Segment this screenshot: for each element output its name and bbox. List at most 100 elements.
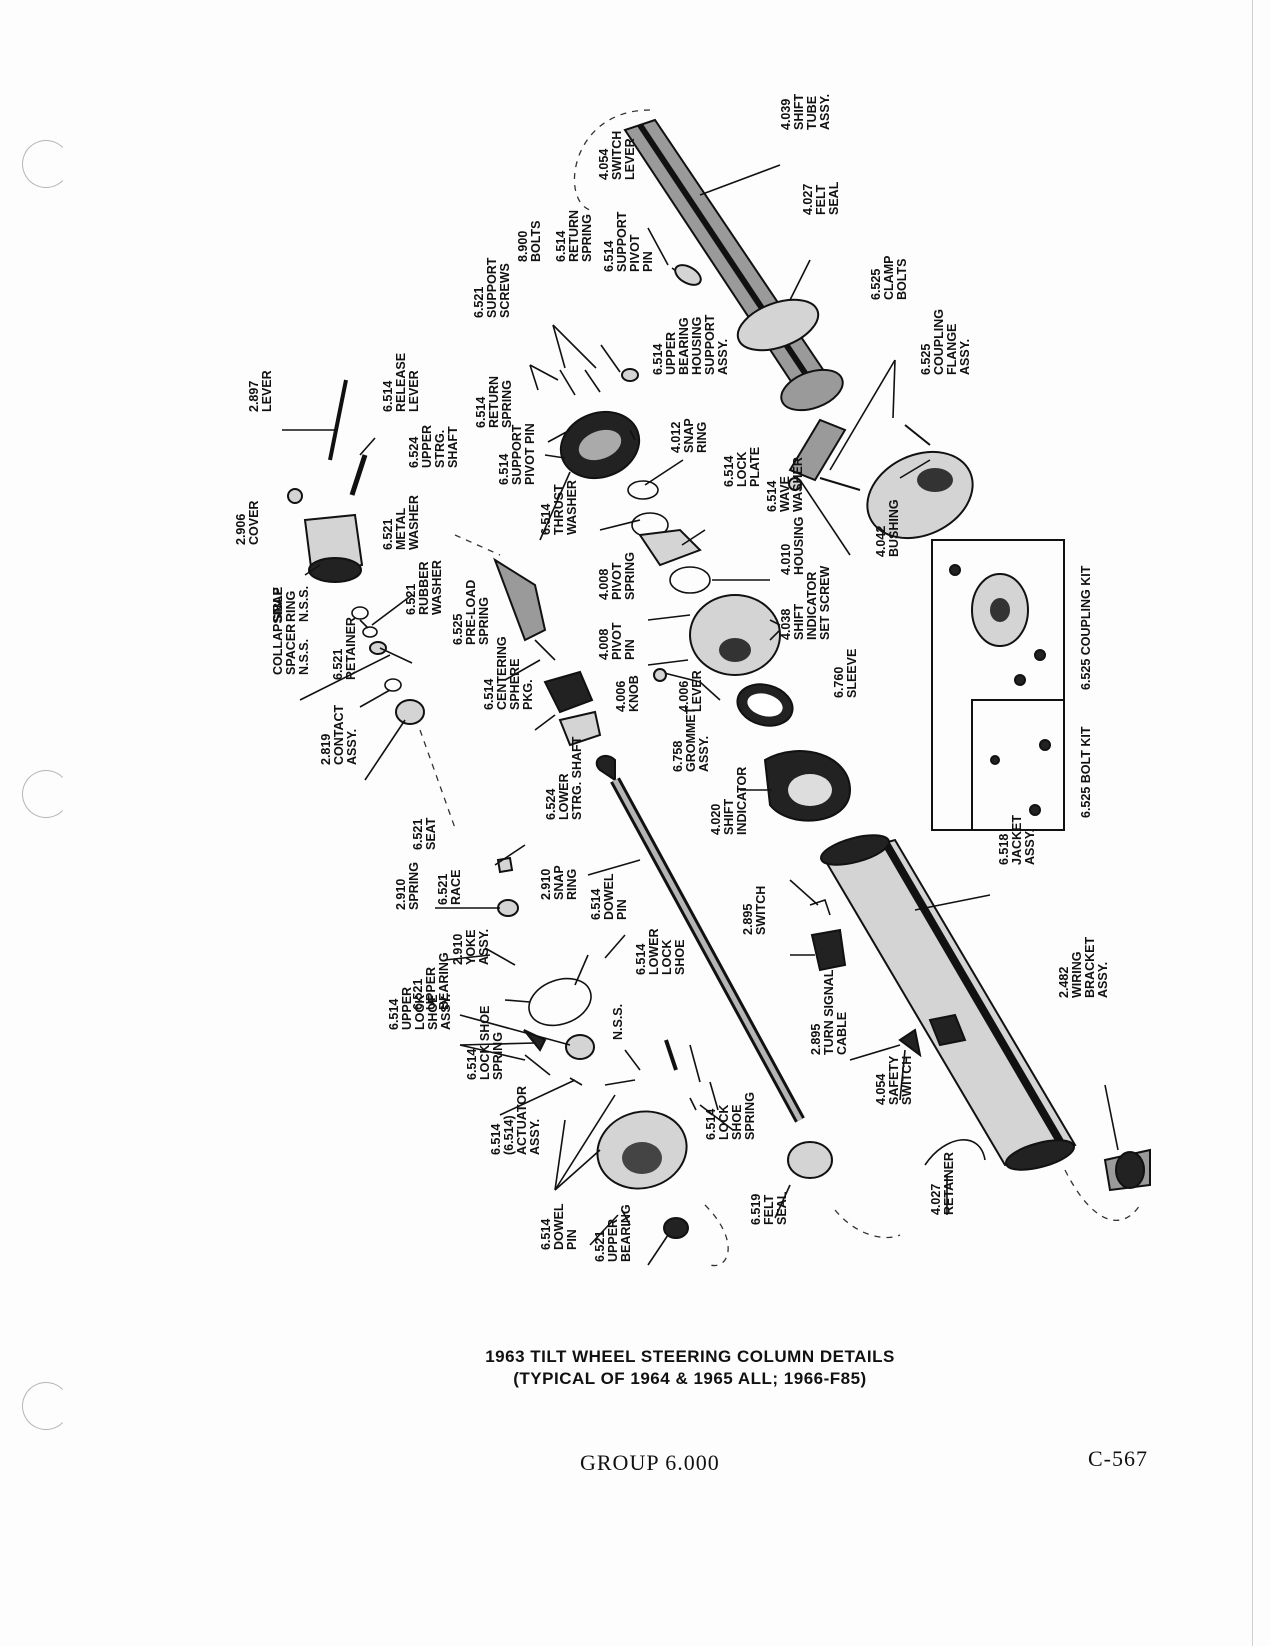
label-thrust-washer: 6.514THRUSTWASHER <box>539 480 579 535</box>
label-line: 4.008 <box>597 629 611 660</box>
label-line: COVER <box>247 501 261 545</box>
label-line: SPRING <box>500 380 514 428</box>
label-centering-sphere: 6.514CENTERINGSPHEREPKG. <box>482 636 535 710</box>
label-line: SUPPORT <box>615 211 629 272</box>
label-line: RETAINER <box>942 1152 956 1215</box>
label-line: LOCK <box>717 1105 731 1140</box>
shift-tube-part <box>573 109 847 482</box>
caption-line-1: 1963 TILT WHEEL STEERING COLUMN DETAILS <box>485 1347 895 1366</box>
label-line: PIVOT <box>628 234 642 272</box>
label-lock-shoe-spring-left: 6.514LOCK SHOESPRING <box>465 1006 505 1080</box>
label-line: PIN <box>565 1229 579 1250</box>
label-line: N.S.S. <box>611 1004 625 1040</box>
label-line: RACE <box>449 870 463 905</box>
label-support-pivot-pin-mid: 6.514SUPPORTPIVOT PIN <box>497 423 537 485</box>
label-line: 8.900 <box>516 231 530 262</box>
label-line: 4.027 <box>929 1184 943 1215</box>
label-snap-ring-nss: SNAPRINGN.S.S. <box>271 586 311 622</box>
label-line: 4.006 <box>614 681 628 712</box>
label-line: ASSY. <box>477 929 491 965</box>
label-grommet: 6.758GROMMETASSY. <box>671 706 711 772</box>
label-knob: 4.006KNOB <box>614 675 641 712</box>
label-line: 6.514 <box>381 381 395 412</box>
label-line: INDICATOR <box>805 572 819 640</box>
label-line: PIN <box>615 899 629 920</box>
label-line: PLATE <box>748 447 762 487</box>
label-line: 6.514 <box>589 889 603 920</box>
label-line: 6.514 <box>465 1049 479 1080</box>
label-line: CLAMP <box>882 256 896 300</box>
label-spring-2910: 2.910SPRING <box>394 862 421 910</box>
label-shift-indicator-set-screw: 4.038SHIFTINDICATORSET SCREW <box>779 565 832 640</box>
label-line: ASSY. <box>958 339 972 375</box>
label-line: WASHER <box>565 480 579 535</box>
leader-lines <box>282 164 1119 1266</box>
label-line: SHOE <box>673 940 687 975</box>
label-lever-4006: 4.006LEVER <box>677 670 704 712</box>
label-line: SHIFT <box>792 94 806 130</box>
label-line: BEARING <box>437 952 451 1010</box>
part-labels: 4.039SHIFTTUBEASSY. 4.027FELTSEAL 4.054S… <box>234 94 1110 1262</box>
label-line: 2.819 <box>319 734 333 765</box>
label-upper-lock-shoe: 6.514UPPERLOCKSHOEASSY. <box>387 987 453 1030</box>
label-wiring-bracket: 2.482WIRINGBRACKETASSY. <box>1057 937 1110 998</box>
label-line: N.S.S. <box>297 639 311 675</box>
label-line: RING <box>565 869 579 900</box>
label-line: 4.012 <box>669 422 683 453</box>
label-lock-plate: 6.514LOCKPLATE <box>722 447 762 487</box>
label-line: TUBE <box>805 96 819 130</box>
label-line: SPRING <box>623 552 637 600</box>
label-line: BEARING <box>619 1204 633 1262</box>
label-line: SPRING <box>491 1032 505 1080</box>
label-dowel-pin-lower: 6.514DOWELPIN <box>539 1203 579 1250</box>
label-line: 6.514 <box>554 231 568 262</box>
label-line: SPRING <box>743 1092 757 1140</box>
label-line: UPPER <box>664 332 678 375</box>
label-pivot-spring: 4.008PIVOTSPRING <box>597 552 637 600</box>
label-felt-seal-lower: 6.519FELTSEAL <box>749 1191 789 1225</box>
label-line: 4.027 <box>801 184 815 215</box>
label-line: 6.514 <box>497 454 511 485</box>
label-snap-ring-4012: 4.012SNAPRING <box>669 418 709 453</box>
label-line: 6.519 <box>749 1194 763 1225</box>
label-line: 6.514 <box>482 679 496 710</box>
label-line: 6.514 <box>634 944 648 975</box>
label-race: 6.521RACE <box>436 870 463 905</box>
label-line: ASSY. <box>818 94 832 130</box>
label-metal-washer: 6.521METALWASHER <box>381 495 421 550</box>
label-line: 2.897 <box>247 381 261 412</box>
page-edge-rule <box>1252 0 1253 1646</box>
label-line: 6.525 COUPLING KIT <box>1079 565 1093 690</box>
group-number: GROUP 6.000 <box>580 1450 720 1475</box>
label-line: 4.006 <box>677 681 691 712</box>
upper-bearing-housing-part <box>547 264 702 480</box>
label-line: (6.514) <box>502 1115 516 1155</box>
label-line: PIVOT <box>610 622 624 660</box>
label-line: PKG. <box>521 679 535 710</box>
label-line: 4.042 <box>874 526 888 557</box>
label-line: 6.514 <box>387 999 401 1030</box>
label-line: 4.054 <box>597 149 611 180</box>
label-upper-strg-shaft: 6.524UPPERSTRG.SHAFT <box>407 425 460 468</box>
label-wave-washer: 6.514WAVEWASHER <box>765 457 805 512</box>
label-line: 6.525 <box>919 344 933 375</box>
label-line: 6.521 <box>472 287 486 318</box>
label-dowel-pin-upper: 6.514DOWELPIN <box>589 873 629 920</box>
binder-hole-bottom <box>22 1382 70 1430</box>
label-line: CONTACT <box>332 704 346 765</box>
label-line: LOCK SHOE <box>478 1006 492 1080</box>
label-line: SWITCH <box>610 131 624 180</box>
label-line: 6.521 <box>411 979 425 1010</box>
label-line: SPACER <box>284 624 298 675</box>
label-return-spring-top: 6.514RETURNSPRING <box>554 210 594 262</box>
label-bolt-kit: 6.525 BOLT KIT <box>1079 726 1093 818</box>
label-line: ASSY. <box>439 994 453 1030</box>
label-line: SEAT <box>424 817 438 850</box>
label-line: 6.525 <box>869 269 883 300</box>
label-line: N.S.S. <box>297 586 311 622</box>
label-upper-bearing-left: 6.521UPPERBEARING <box>411 952 451 1010</box>
label-clamp-bolts: 6.525CLAMPBOLTS <box>869 256 909 300</box>
label-line: DOWEL <box>552 1203 566 1250</box>
label-line: 6.514 <box>474 397 488 428</box>
label-line: 4.008 <box>597 569 611 600</box>
